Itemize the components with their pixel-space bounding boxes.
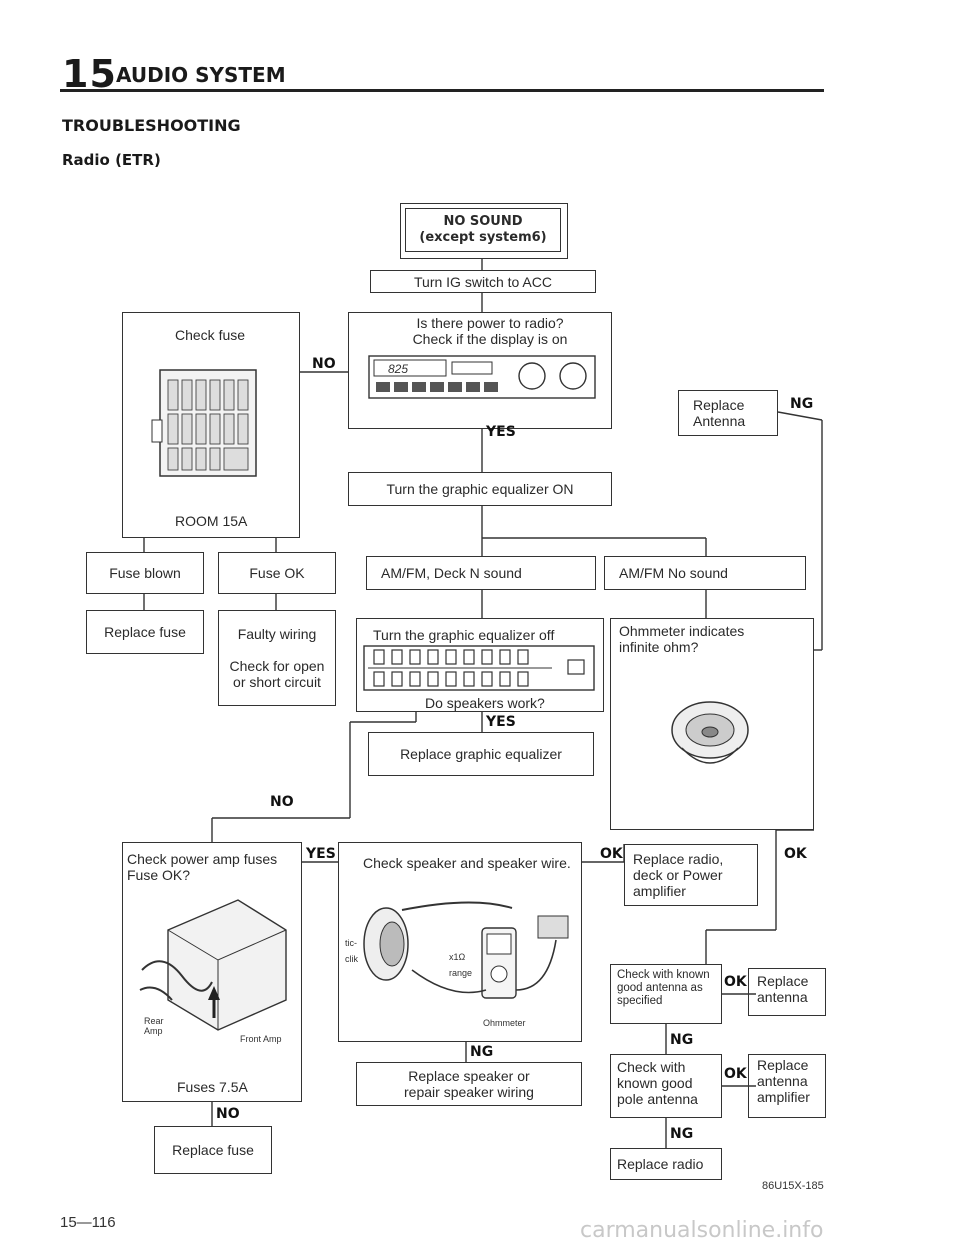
fuse-panel-illustration xyxy=(151,369,257,477)
no-label-amp: NO xyxy=(216,1106,240,1122)
section-number: 15 xyxy=(62,52,117,96)
yes-label-power: YES xyxy=(486,424,516,440)
radio-display-illustration: 825 xyxy=(368,355,596,399)
fuse-blown-box: Fuse blown xyxy=(86,552,204,594)
no-label-fuse: NO xyxy=(312,356,336,372)
replace-fuse2-box: Replace fuse xyxy=(154,1126,272,1174)
page-title: TROUBLESHOOTING xyxy=(62,116,241,135)
figure-reference: 86U15X-185 xyxy=(762,1180,824,1192)
front-amp-label: Front Amp xyxy=(240,1034,282,1044)
amfm-nosound-box: AM/FM No sound xyxy=(604,556,806,590)
page-number: 15—116 xyxy=(60,1214,116,1231)
replace-radio-deck-box: Replace radio, deck or Power amplifier xyxy=(624,844,758,906)
radio-frequency-readout: 825 xyxy=(388,362,408,376)
eq-off-text: Turn the graphic equalizer off xyxy=(373,627,555,643)
replace-speaker-box: Replace speaker or repair speaker wiring xyxy=(356,1062,582,1106)
ohmmeter-test-illustration xyxy=(363,901,569,999)
no-sound-outer: NO SOUND (except system6) xyxy=(400,203,568,259)
yes-label-speakers: YES xyxy=(486,714,516,730)
fuses-rating-label: Fuses 7.5A xyxy=(177,1079,248,1095)
ng-label-antenna: NG xyxy=(790,396,814,412)
page-subtitle: Radio (ETR) xyxy=(62,151,161,169)
check-fuse-label: Check fuse xyxy=(175,327,246,343)
header-rule xyxy=(60,89,824,92)
replace-eq-box: Replace graphic equalizer xyxy=(368,732,594,776)
ng-label-pole: NG xyxy=(670,1126,694,1142)
replace-antenna2-box: Replace antenna xyxy=(748,968,826,1016)
power-check-box: Is there power to radio? Check if the di… xyxy=(348,312,612,429)
ok-label-pole: OK xyxy=(724,1066,747,1082)
known-antenna-text: Check with known good antenna as specifi… xyxy=(617,969,710,1007)
replace-radio-box: Replace radio xyxy=(610,1148,722,1180)
meter-range-label: x1Ω range xyxy=(449,952,473,978)
amp-fuses-text: Check power amp fuses Fuse OK? xyxy=(127,851,278,883)
meter-left-label: tic- clik xyxy=(345,938,358,964)
eq-off-box: Turn the graphic equalizer off Do speake… xyxy=(356,618,604,712)
ng-label-speaker: NG xyxy=(470,1044,494,1060)
site-watermark: carmanualsonline.info xyxy=(580,1218,824,1243)
check-fuse-box: Check fuse ROOM 15A xyxy=(122,312,300,538)
turn-ig-box: Turn IG switch to ACC xyxy=(370,270,596,293)
no-sound-box: NO SOUND (except system6) xyxy=(405,208,561,252)
fuse-ok-box: Fuse OK xyxy=(218,552,336,594)
ohm-infinite-text: Ohmmeter indicates infinite ohm? xyxy=(619,623,745,655)
ok-label-antenna: OK xyxy=(724,974,747,990)
section-title: AUDIO SYSTEM xyxy=(116,63,286,87)
ohm-infinite-box: Ohmmeter indicates infinite ohm? xyxy=(610,618,814,830)
known-pole-box: Check with known good pole antenna xyxy=(610,1054,722,1118)
amp-fuses-box: Check power amp fuses Fuse OK? Fuses 7.5… xyxy=(122,842,302,1102)
equalizer-illustration xyxy=(363,645,595,691)
power-amp-illustration xyxy=(139,899,287,1031)
rear-amp-label: Rear Amp xyxy=(144,1016,164,1036)
speakers-work-text: Do speakers work? xyxy=(425,695,545,711)
ohmmeter-label: Ohmmeter xyxy=(483,1018,526,1028)
replace-fuse-box: Replace fuse xyxy=(86,610,204,654)
speaker-illustration xyxy=(671,701,749,764)
speaker-wire-text: Check speaker and speaker wire. xyxy=(363,855,571,871)
replace-antenna-box: Replace Antenna xyxy=(678,390,778,436)
ng-label-antenna-check: NG xyxy=(670,1032,694,1048)
amfm-sound-box: AM/FM, Deck N sound xyxy=(366,556,596,590)
known-antenna-box: Check with known good antenna as specifi… xyxy=(610,964,722,1024)
power-check-text: Is there power to radio? Check if the di… xyxy=(412,315,568,347)
ok-label-ohm: OK xyxy=(784,846,807,862)
replace-amp-box: Replace antenna amplifier xyxy=(748,1054,826,1118)
no-label-speakers: NO xyxy=(270,794,294,810)
yes-label-amp: YES xyxy=(306,846,336,862)
ok-label-speaker: OK xyxy=(600,846,623,862)
room-fuse-label: ROOM 15A xyxy=(175,513,248,529)
speaker-wire-box: Check speaker and speaker wire. tic- cli… xyxy=(338,842,582,1042)
eq-on-box: Turn the graphic equalizer ON xyxy=(348,472,612,506)
faulty-wiring-box: Faulty wiring Check for open or short ci… xyxy=(218,610,336,706)
